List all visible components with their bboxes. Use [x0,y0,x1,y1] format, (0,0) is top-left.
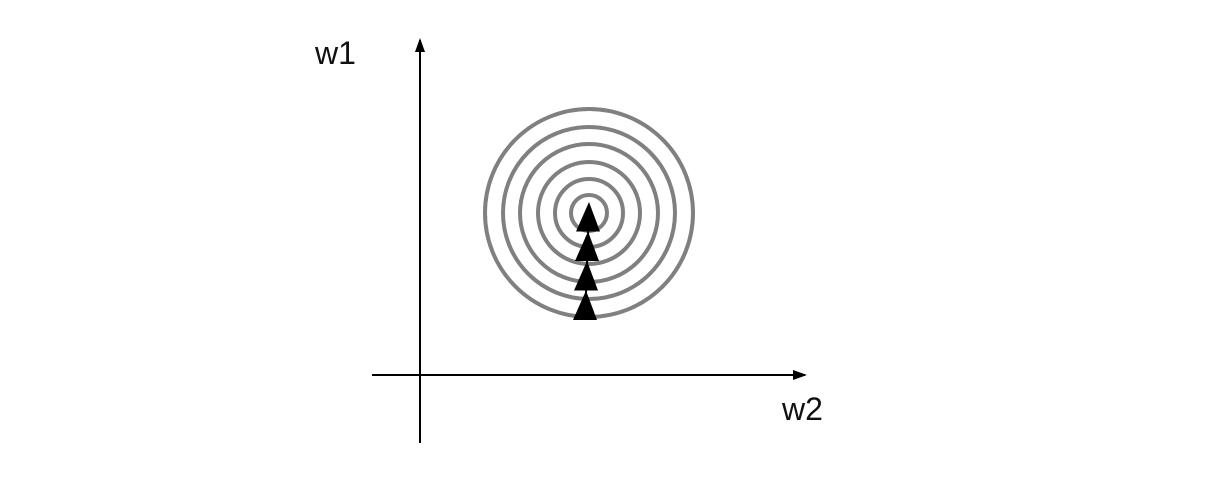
contour-ring [536,160,642,266]
horizontal-axis-label: w2 [781,391,823,427]
gradient-step-arrowhead [575,231,599,261]
gradient-step-arrowhead [573,290,597,320]
gradient-step-arrowhead [574,261,598,291]
gradient-steps [573,202,600,321]
vertical-axis-label: w1 [314,35,356,71]
gradient-step-arrowhead [576,202,600,232]
